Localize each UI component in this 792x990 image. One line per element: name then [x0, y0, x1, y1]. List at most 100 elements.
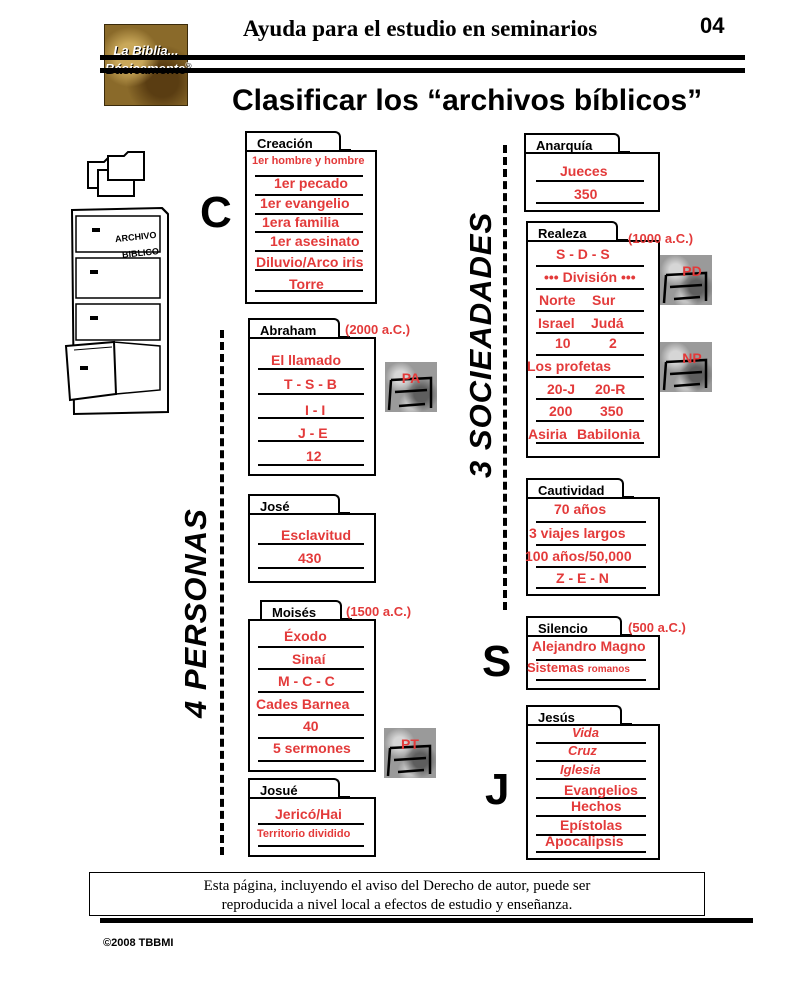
- anarquia-item-1: Jueces: [560, 163, 608, 179]
- realeza-20r: 20-R: [595, 381, 626, 397]
- tab-jose: José: [248, 494, 350, 514]
- header-rule-bottom: [100, 68, 745, 73]
- cautividad-item-1: 70 años: [554, 501, 607, 517]
- cautividad-item-2: 3 viajes largos: [529, 525, 626, 541]
- jose-item-2: 430: [298, 550, 322, 566]
- stamp-np: NP: [660, 342, 712, 392]
- realeza-sur: Sur: [592, 292, 616, 308]
- copyright-notice: Esta página, incluyendo el aviso del Der…: [89, 872, 705, 916]
- stamp-pt-label: PT: [401, 736, 419, 752]
- card-jose: [248, 513, 376, 583]
- tab-creacion: Creación: [245, 131, 351, 151]
- realeza-norte: Norte: [539, 292, 576, 308]
- moises-item-3: M - C - C: [278, 673, 335, 689]
- realeza-350: 350: [600, 403, 624, 419]
- creacion-item-1: 1er hombre y hombre: [252, 155, 365, 167]
- abraham-item-4: J - E: [298, 425, 328, 441]
- stamp-np-label: NP: [682, 350, 702, 366]
- moises-item-6: 5 sermones: [273, 740, 351, 756]
- card-josue: [248, 797, 376, 857]
- copyright: ©2008 TBBMI: [103, 937, 174, 949]
- jesus-item-6: Epístolas: [560, 817, 623, 833]
- header-title: Ayuda para el estudio en seminarios: [243, 16, 598, 41]
- personas-label: 4 PERSONAS: [178, 508, 213, 718]
- josue-item-2: Territorio dividido: [257, 828, 351, 840]
- creacion-item-2: 1er pecado: [274, 175, 348, 191]
- tab-cautividad: Cautividad: [526, 478, 634, 498]
- realeza-division: ••• División •••: [544, 269, 636, 285]
- abraham-date: (2000 a.C.): [345, 322, 411, 337]
- moises-date: (1500 a.C.): [346, 604, 412, 619]
- abraham-item-3: I - I: [305, 402, 326, 418]
- page-number: 04: [700, 13, 725, 38]
- page-title: Clasificar los “archivos bíblicos”: [232, 84, 703, 117]
- realeza-200: 200: [549, 403, 573, 419]
- card-silencio: [526, 635, 660, 690]
- logo-line1: La Biblia...: [113, 43, 179, 58]
- letter-c: C: [200, 188, 232, 237]
- moises-item-1: Éxodo: [284, 628, 327, 644]
- moises-item-5: 40: [303, 718, 319, 734]
- realeza-babilonia: Babilonia: [577, 426, 641, 442]
- realeza-israel: Israel: [538, 315, 575, 331]
- file-cabinet-icon: [64, 206, 169, 416]
- jesus-item-2: Cruz: [568, 743, 597, 758]
- tab-abraham: Abraham: [248, 318, 350, 338]
- sociedades-label: 3 SOCIEADADES: [463, 211, 498, 478]
- tab-jesus: Jesús: [526, 705, 632, 725]
- card-moises: [248, 619, 376, 772]
- realeza-2: 2: [609, 335, 617, 351]
- abraham-item-2: T - S - B: [284, 376, 337, 392]
- realeza-profetas: Los profetas: [527, 358, 612, 374]
- abraham-item-1: El llamado: [271, 352, 342, 368]
- josue-item-1: Jericó/Hai: [275, 806, 342, 822]
- card-cautividad: [526, 497, 660, 596]
- creacion-item-7: Torre: [289, 276, 324, 292]
- personas-divider: [220, 330, 224, 855]
- card-abraham: [248, 337, 376, 476]
- anarquia-item-2: 350: [574, 186, 598, 202]
- realeza-asiria: Asiria: [528, 426, 567, 442]
- stamp-pd: PD: [660, 255, 712, 305]
- logo: La Biblia... Básicamente®: [104, 24, 191, 106]
- card-jesus: [526, 724, 660, 860]
- card-anarquia: [524, 152, 660, 212]
- realeza-20j: 20-J: [547, 381, 576, 397]
- cautividad-item-3: 100 años/50,000: [525, 548, 632, 564]
- stamp-pt: PT: [384, 728, 436, 778]
- jesus-item-5: Hechos: [571, 798, 622, 814]
- realeza-date: (1000 a.C.): [628, 231, 694, 246]
- letter-s: S: [482, 637, 512, 686]
- folders-icon: [87, 151, 145, 197]
- realeza-10: 10: [555, 335, 571, 351]
- header-rule-top: [100, 55, 745, 60]
- jesus-item-3: Iglesia: [560, 762, 601, 777]
- creacion-item-3: 1er evangelio: [260, 195, 350, 211]
- realeza-juda: Judá: [591, 315, 624, 331]
- moises-item-2: Sinaí: [292, 651, 326, 667]
- silencio-item-2: Sistemas romanos: [527, 660, 630, 675]
- jesus-item-4: Evangelios: [564, 782, 638, 798]
- silencio-date: (500 a.C.): [628, 620, 686, 635]
- creacion-item-6: Diluvio/Arco iris: [256, 254, 364, 270]
- jose-item-1: Esclavitud: [281, 527, 352, 543]
- moises-item-4: Cades Barnea: [256, 696, 350, 712]
- creacion-item-4: 1era familia: [262, 214, 340, 230]
- stamp-pd-label: PD: [682, 263, 702, 279]
- realeza-sds: S - D - S: [556, 246, 610, 262]
- card-creacion: [245, 150, 377, 304]
- tab-silencio: Silencio: [526, 616, 632, 636]
- abraham-item-5: 12: [306, 448, 322, 464]
- jesus-item-7: Apocalipsis: [545, 833, 624, 849]
- tab-josue: Josué: [248, 778, 350, 798]
- footer-line1: Esta página, incluyendo el aviso del Der…: [203, 878, 591, 894]
- silencio-item-1: Alejandro Magno: [532, 638, 646, 654]
- tab-moises: Moisés: [260, 600, 352, 620]
- footer-rule: [100, 918, 753, 923]
- logo-registered-mark: ®: [185, 62, 191, 70]
- stamp-pa: PA: [385, 362, 437, 412]
- creacion-item-5: 1er asesinato: [270, 233, 360, 249]
- stamp-pa-label: PA: [401, 370, 421, 386]
- footer-line2: reproducida a nivel local a efectos de e…: [221, 897, 573, 913]
- sociedades-divider: [503, 145, 507, 610]
